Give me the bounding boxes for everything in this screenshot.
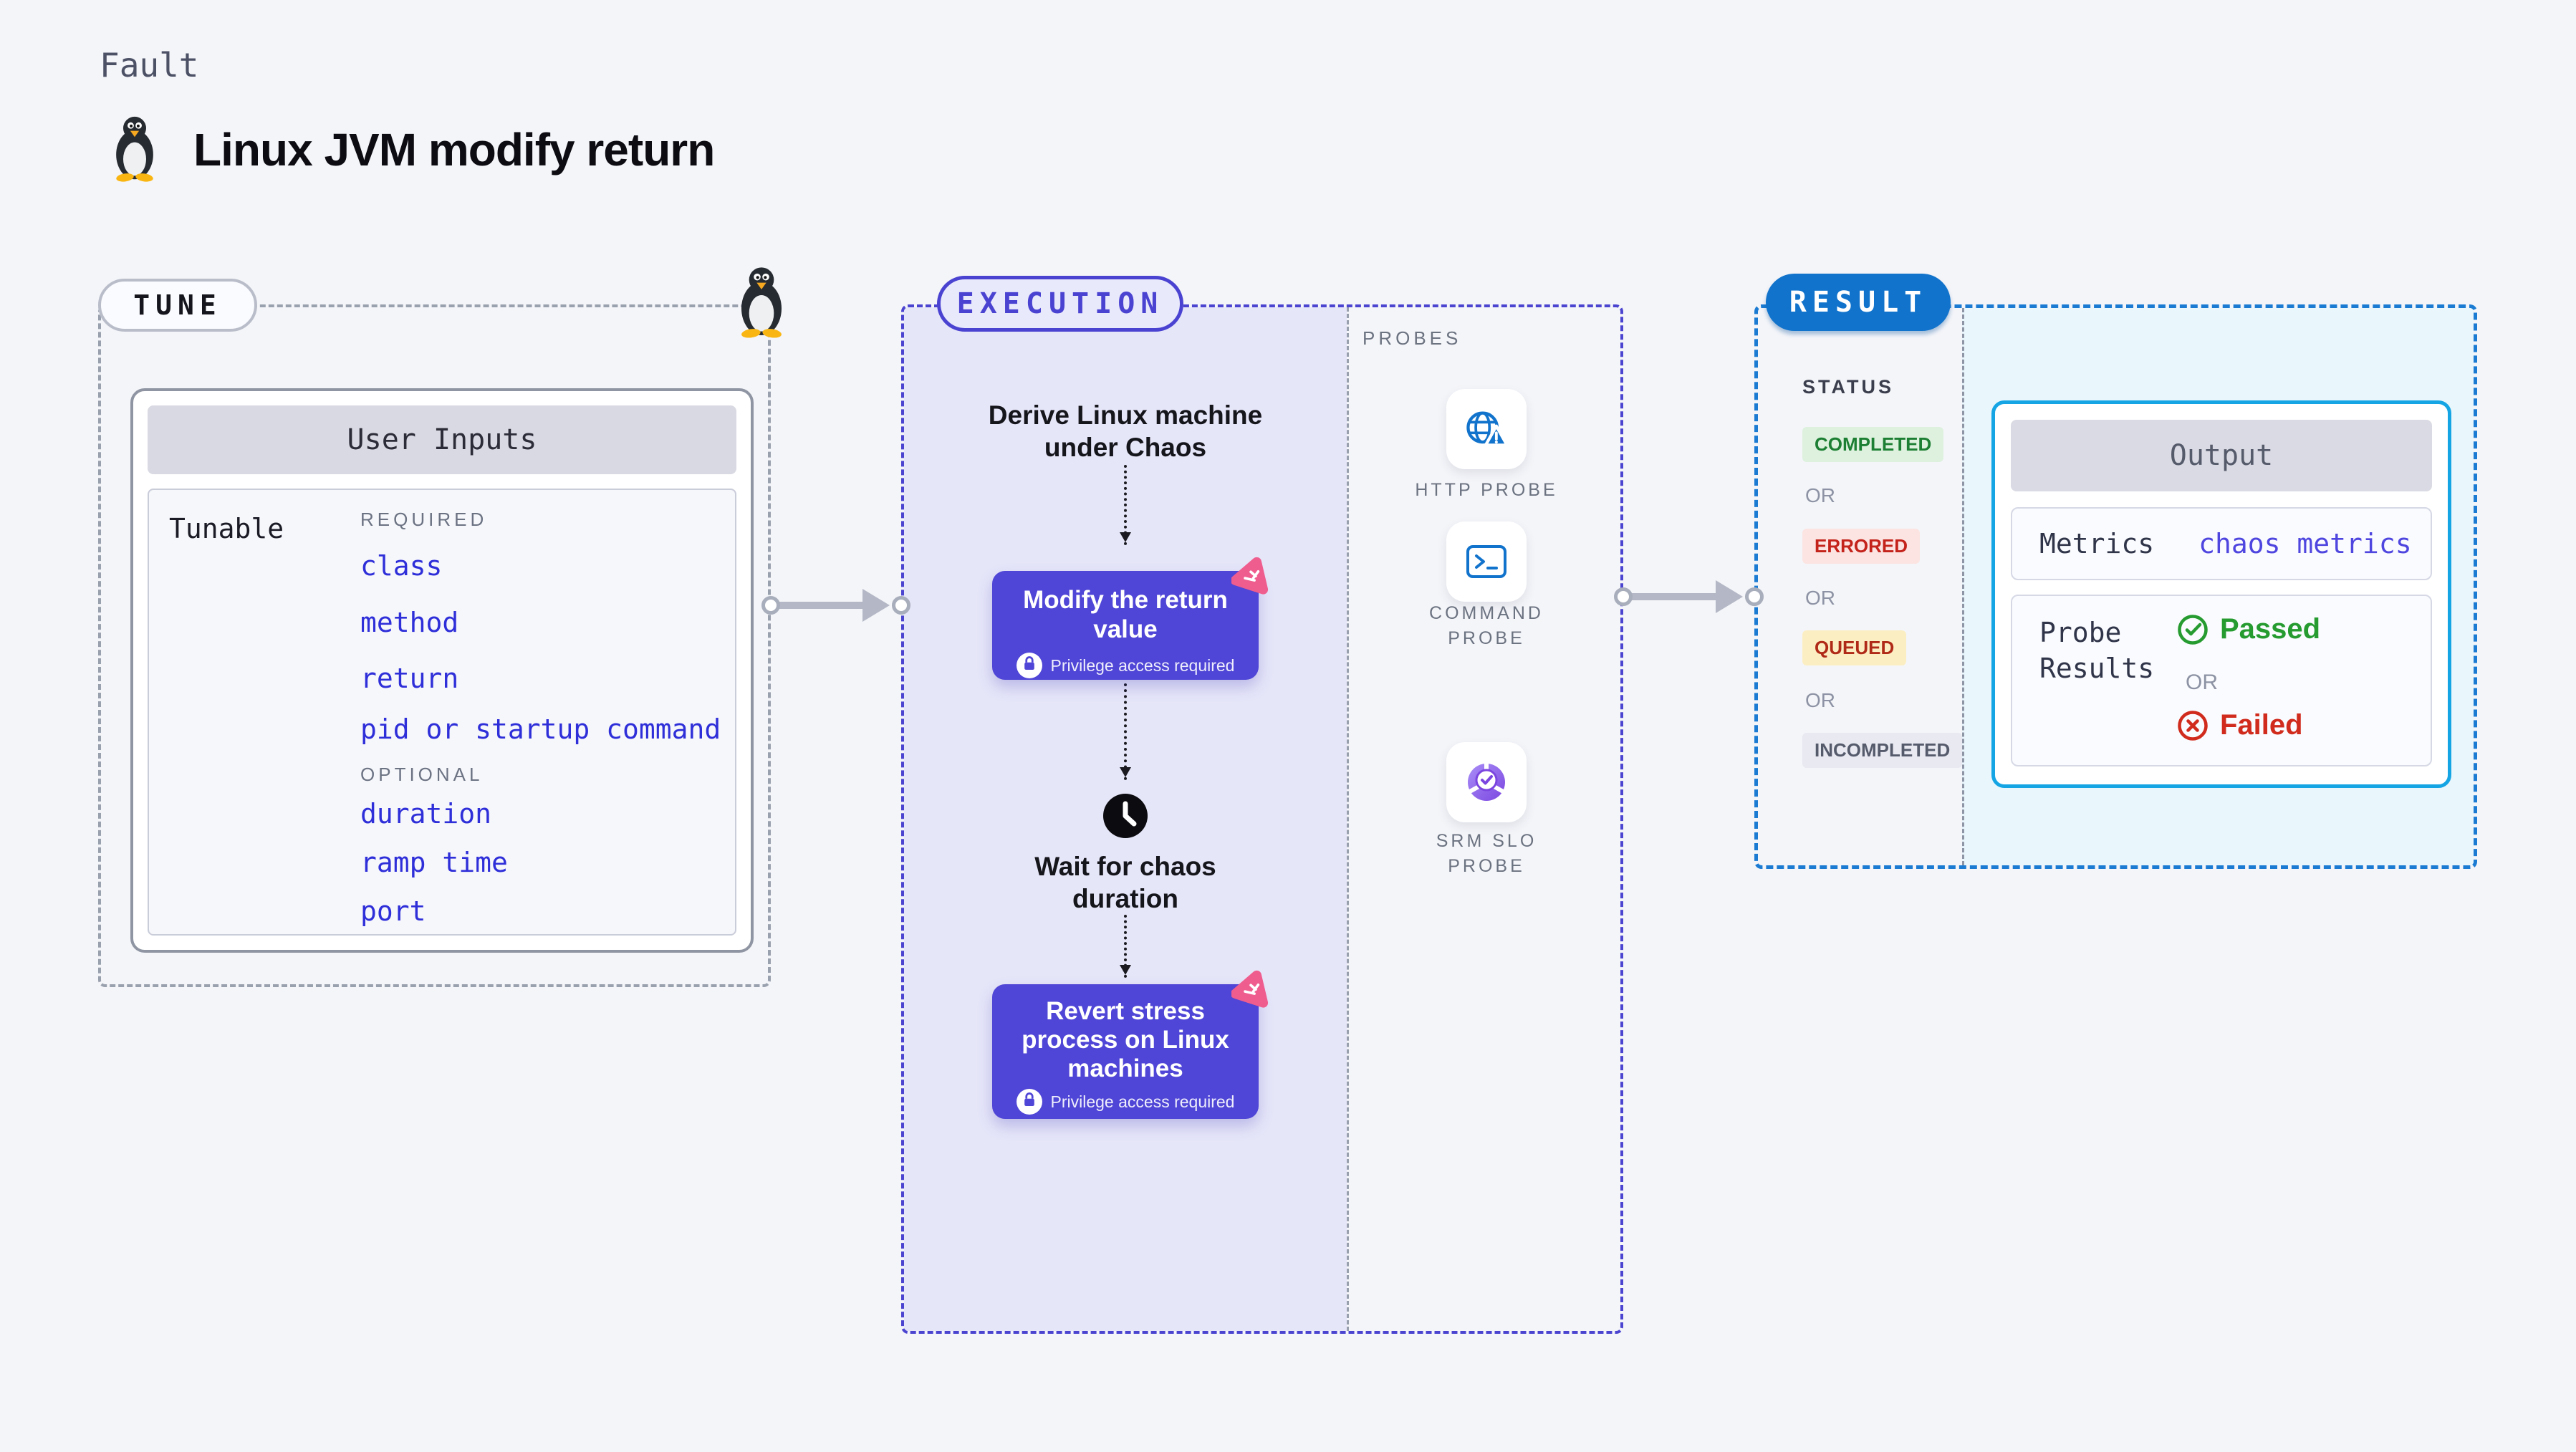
lock-icon <box>1016 653 1042 678</box>
command-probe-label: COMMAND PROBE <box>1429 603 1544 648</box>
input-item-duration[interactable]: duration <box>360 798 492 830</box>
or-label: OR <box>1805 587 1835 609</box>
status-label: STATUS <box>1802 376 1894 398</box>
check-circle-icon <box>2178 614 2208 645</box>
status-badge-incompleted: INCOMPLETED <box>1802 733 1963 768</box>
privilege-badge-text: Privilege access required <box>1050 1092 1235 1111</box>
result-pill: RESULT <box>1766 274 1951 331</box>
srm-slo-probe-card <box>1446 742 1527 822</box>
status-badge-queued: QUEUED <box>1802 630 1907 665</box>
flow-arrow-2 <box>1120 683 1131 780</box>
chaos-icon <box>1231 555 1273 597</box>
tune-section-box <box>98 304 771 987</box>
user-inputs-header: User Inputs <box>148 405 736 474</box>
clock-icon <box>1102 792 1149 840</box>
chaos-metrics-link[interactable]: chaos metrics <box>2198 528 2412 559</box>
user-inputs-panel: Tunable REQUIRED class method return pid… <box>148 489 736 936</box>
globe-alert-icon <box>1466 411 1509 447</box>
output-header: Output <box>2011 420 2432 491</box>
or-label: OR <box>1805 689 1835 711</box>
probe-results-label: Probe Results <box>2039 617 2155 684</box>
execution-probes-divider <box>1347 307 1349 1331</box>
http-probe-card <box>1446 389 1527 469</box>
passed-result: Passed <box>2177 613 2320 645</box>
terminal-icon <box>1466 545 1506 578</box>
x-circle-icon <box>2178 710 2208 741</box>
tune-pill: TUNE <box>98 279 257 332</box>
derive-step-text: Derive Linux machine under Chaos <box>988 400 1263 462</box>
input-item-method[interactable]: method <box>360 607 459 638</box>
command-probe-card <box>1446 521 1527 602</box>
input-item-ramp-time[interactable]: ramp time <box>360 847 508 878</box>
metrics-row: Metrics chaos metrics <box>2011 507 2432 580</box>
input-item-port[interactable]: port <box>360 895 426 927</box>
revert-stress-node[interactable]: Revert stress process on Linux machines … <box>992 984 1259 1119</box>
input-item-pid-or-startup-command[interactable]: pid or startup command <box>360 713 721 745</box>
http-probe-label: HTTP PROBE <box>1415 480 1558 500</box>
chaos-icon <box>1231 968 1273 1010</box>
flow-arrow-3 <box>1120 915 1131 978</box>
or-label: OR <box>2186 670 2218 694</box>
lock-icon <box>1016 1089 1042 1115</box>
required-label: REQUIRED <box>360 509 488 530</box>
srm-slo-probe-label: SRM SLO PROBE <box>1436 831 1537 876</box>
output-card: Output Metrics chaos metrics Probe Resul… <box>1991 400 2451 788</box>
failed-text: Failed <box>2220 709 2303 741</box>
status-badge-completed: COMPLETED <box>1802 427 1944 462</box>
input-item-class[interactable]: class <box>360 550 443 582</box>
slo-donut-check-icon <box>1467 762 1506 801</box>
optional-label: OPTIONAL <box>360 764 484 785</box>
failed-result: Failed <box>2177 709 2303 741</box>
linux-penguin-icon-small <box>732 264 791 342</box>
metrics-label: Metrics <box>2039 528 2155 559</box>
passed-text: Passed <box>2220 613 2321 645</box>
or-label: OR <box>1805 484 1835 506</box>
modify-return-node[interactable]: Modify the return value Privilege access… <box>992 571 1259 680</box>
probes-column: PROBES HTTP PROBE COMMA <box>1347 307 1620 1331</box>
modify-return-title: Modify the return value <box>1023 586 1228 643</box>
probes-label: PROBES <box>1363 327 1462 349</box>
execution-section-box: Derive Linux machine under Chaos Modify … <box>901 304 1623 1334</box>
linux-penguin-icon <box>107 113 162 186</box>
result-section-box: STATUS COMPLETED OR ERRORED OR QUEUED OR… <box>1754 304 2477 869</box>
input-item-return[interactable]: return <box>360 663 459 694</box>
user-inputs-card: User Inputs Tunable REQUIRED class metho… <box>130 388 754 953</box>
execution-pill: EXECUTION <box>937 276 1183 332</box>
result-status-divider <box>1962 308 1964 865</box>
fault-label: Fault <box>100 46 199 85</box>
execution-flow-column: Derive Linux machine under Chaos Modify … <box>904 307 1347 1331</box>
privilege-badge-text: Privilege access required <box>1050 655 1235 675</box>
revert-stress-title: Revert stress process on Linux machines <box>1022 997 1229 1082</box>
probe-results-row: Probe Results Passed OR <box>2011 595 2432 766</box>
title-row: Linux JVM modify return <box>107 113 715 186</box>
flow-arrow-1 <box>1120 465 1131 545</box>
page-title: Linux JVM modify return <box>193 123 715 176</box>
tunable-label: Tunable <box>169 513 284 544</box>
status-badge-errored: ERRORED <box>1802 529 1921 564</box>
status-column: STATUS COMPLETED OR ERRORED OR QUEUED OR… <box>1758 308 1963 865</box>
wait-step-text: Wait for chaos duration <box>1034 852 1216 913</box>
